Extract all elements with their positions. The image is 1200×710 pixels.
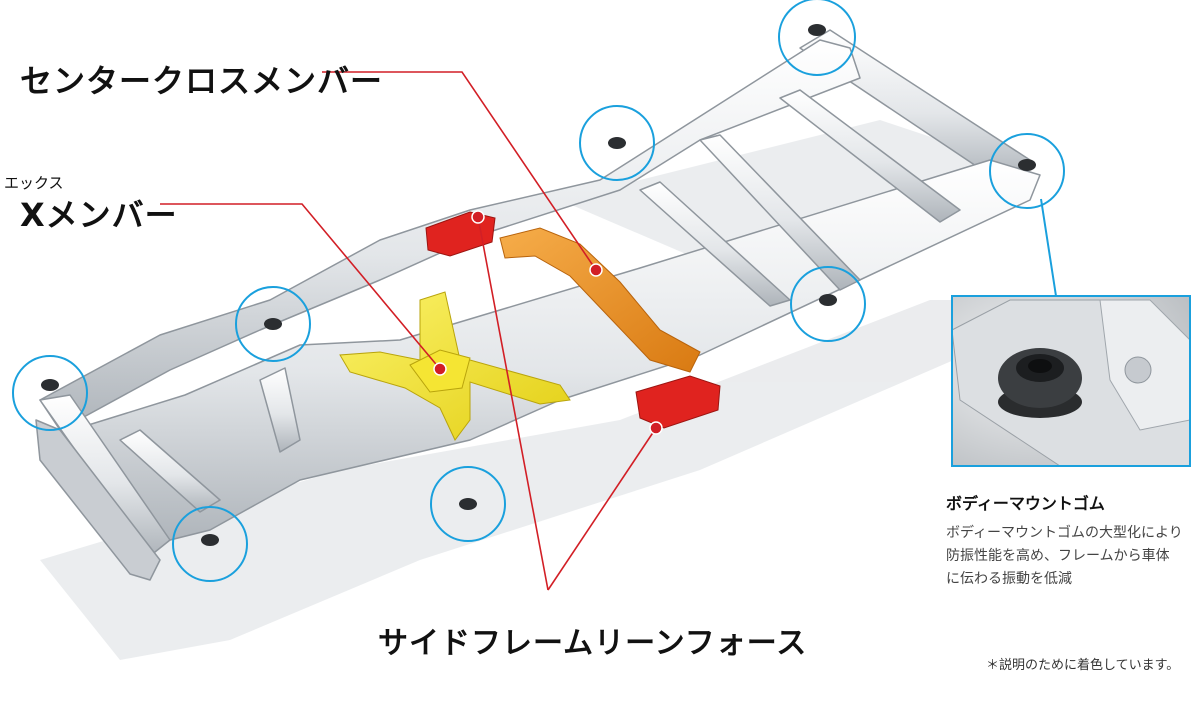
x-member-label: Xメンバー: [20, 196, 178, 234]
center-cross-member: [499, 227, 701, 373]
leader-lines: [160, 71, 657, 591]
front-plate: [35, 419, 161, 581]
leader-x: [160, 203, 441, 370]
leader-reinforce-rear: [477, 216, 549, 591]
mount-rubbers: [41, 24, 1036, 546]
mount-callout-fl: [430, 466, 506, 542]
inset-desc-line: ボディーマウントゴムの大型化により: [946, 525, 1183, 541]
near-side-rail: [39, 159, 1041, 546]
inset-desc-line: 防振性能を高め、フレームから車体: [946, 548, 1170, 564]
mount-callout-rr: [778, 0, 856, 76]
body-mount-callouts: [12, 0, 1065, 582]
mount-callout-fr: [235, 286, 311, 362]
mount-callout-mr: [579, 105, 655, 181]
side-frame-reinforce-label: サイドフレームリーンフォース: [378, 626, 808, 661]
body-mount-inset: [951, 295, 1191, 467]
leader-center: [322, 71, 597, 271]
inset-title: ボディーマウントゴム: [946, 494, 1105, 513]
leader-reinforce-front: [547, 427, 657, 591]
inset-desc-line: に伝わる振動を低減: [946, 571, 1072, 587]
mount-callout-ml: [790, 266, 866, 342]
inset-connector: [1040, 198, 1062, 297]
ground-shadow: [40, 120, 1010, 660]
footnote: ＊説明のために着色しています。: [986, 658, 1180, 673]
mount-callout-rl: [989, 133, 1065, 209]
center-cross-member-label: センタークロスメンバー: [20, 62, 384, 100]
reinforce-front: [635, 375, 721, 429]
mount-callout-frl: [172, 506, 248, 582]
inset-description: ボディーマウントゴムの大型化により 防振性能を高め、フレームから車体 に伝わる振…: [946, 522, 1198, 591]
x-member-ruby: エックス: [4, 174, 64, 192]
leader-dots: [433, 210, 663, 435]
mount-callout-frr: [12, 355, 88, 431]
